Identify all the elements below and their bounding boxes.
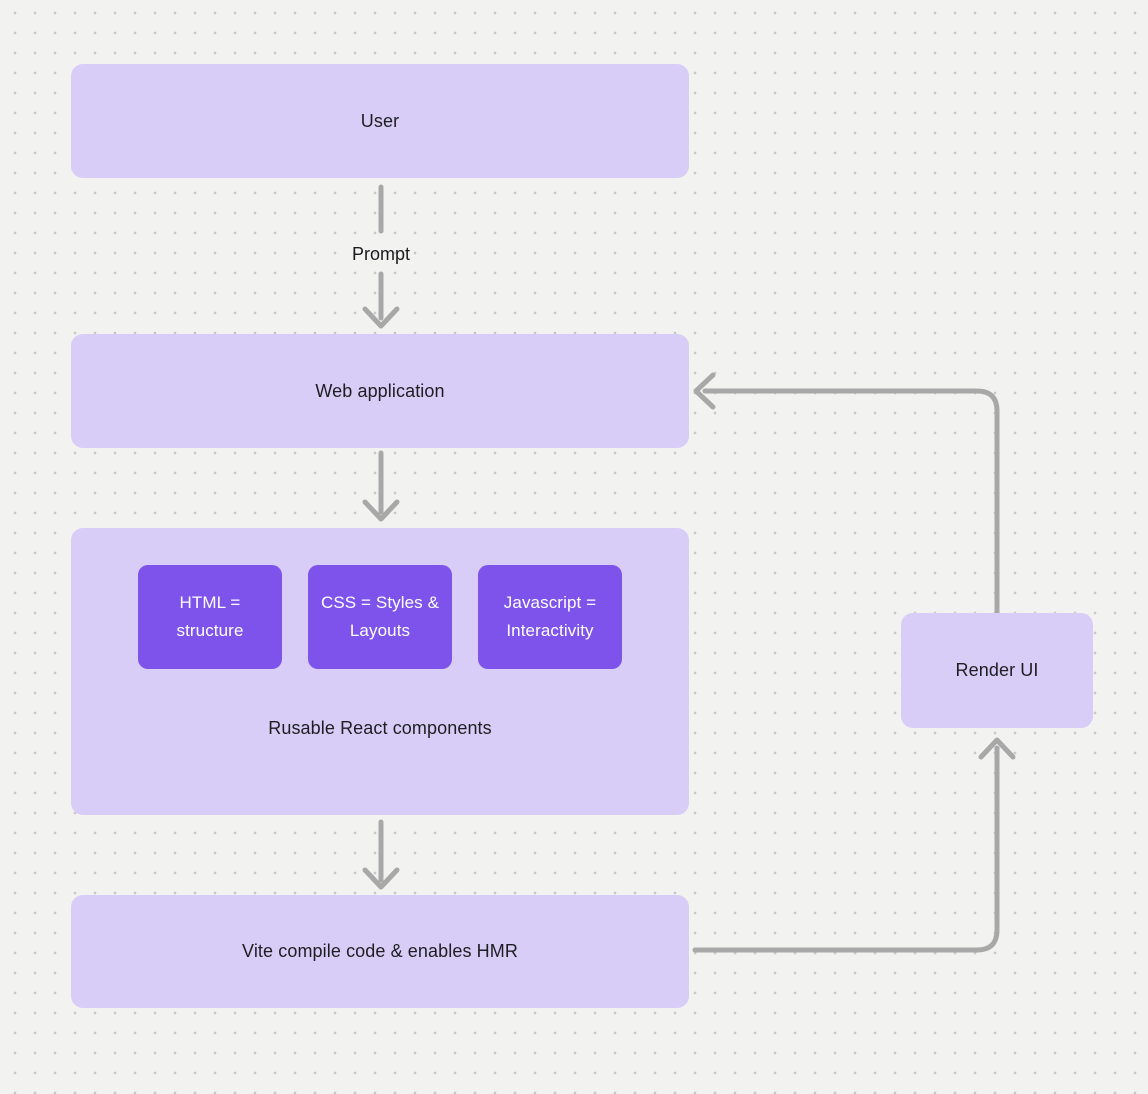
edge-label-prompt: Prompt	[351, 244, 411, 264]
node-render-ui[interactable]: Render UI	[901, 613, 1093, 728]
arrowhead-down-webapp	[362, 306, 400, 329]
chip-html-label: HTML = structure	[176, 593, 244, 640]
edge-vite-to-render	[692, 745, 1000, 953]
chip-css-label: CSS = Styles & Layouts	[320, 593, 440, 640]
node-web-application[interactable]: Web application	[71, 334, 689, 448]
node-web-application-label: Web application	[315, 380, 445, 401]
node-user[interactable]: User	[71, 64, 689, 178]
edge-render-to-webapp	[702, 388, 1000, 616]
arrowhead-up-render	[978, 737, 1016, 760]
arrowhead-down-vite	[362, 867, 400, 890]
node-render-ui-label: Render UI	[955, 660, 1039, 680]
arrowhead-left-webapp	[693, 372, 716, 410]
chip-css[interactable]: CSS = Styles & Layouts	[308, 565, 452, 669]
node-components-group[interactable]: HTML = structure CSS = Styles & Layouts …	[71, 528, 689, 815]
components-chip-row: HTML = structure CSS = Styles & Layouts …	[71, 565, 689, 669]
node-vite-label: Vite compile code & enables HMR	[242, 941, 518, 961]
node-user-label: User	[360, 110, 400, 131]
chip-html[interactable]: HTML = structure	[138, 565, 282, 669]
node-vite[interactable]: Vite compile code & enables HMR	[71, 895, 689, 1008]
chip-javascript[interactable]: Javascript = Interactivity	[478, 565, 622, 669]
components-caption: Rusable React components	[268, 718, 492, 738]
chip-javascript-label: Javascript = Interactivity	[503, 593, 597, 640]
arrowhead-down-components	[362, 499, 400, 522]
